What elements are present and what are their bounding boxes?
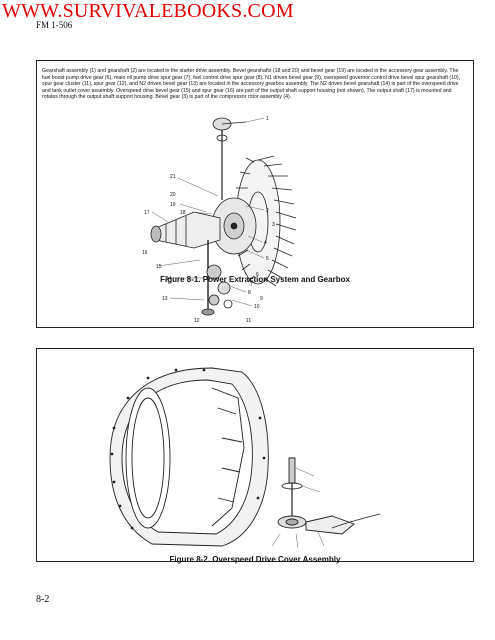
power-extraction-system-drawing: 1 2 3 4 5 6 7 8 9 10 11 12 13 14 15 16 1… xyxy=(142,116,297,324)
callout-18: 18 xyxy=(180,210,186,216)
callout-19: 19 xyxy=(170,202,176,208)
callout-2: 2 xyxy=(266,208,269,214)
overspeed-drive-shaft-drawing xyxy=(277,457,381,535)
callout-11: 11 xyxy=(246,318,251,324)
callout-8: 8 xyxy=(248,290,251,296)
callout-7: 7 xyxy=(250,282,253,288)
watermark-text: WWW.SURVIVALEBOOKS.COM xyxy=(2,0,294,22)
accessory-gear-housing-drawing xyxy=(150,211,221,249)
starter-gearshaft-drawing xyxy=(212,117,247,200)
callout-12: 12 xyxy=(194,318,200,324)
callout-21: 21 xyxy=(170,174,176,180)
callout-1: 1 xyxy=(266,116,269,122)
callout-13: 13 xyxy=(162,296,168,302)
callout-10: 10 xyxy=(254,304,260,310)
callout-15: 15 xyxy=(156,264,162,270)
callout-6: 6 xyxy=(256,272,259,278)
output-shaft-drawing xyxy=(201,240,233,316)
callout-16: 16 xyxy=(142,250,148,256)
overspeed-drive-cover-drawing xyxy=(109,367,381,549)
callout-4: 4 xyxy=(264,240,267,246)
callout-17: 17 xyxy=(144,210,150,216)
figure-8-1-intro-text: Gearshaft assembly (1) and gearshaft (2)… xyxy=(42,68,461,101)
header-code: FM 1-506 xyxy=(36,20,73,30)
callout-20: 20 xyxy=(170,192,176,198)
page-number: 8-2 xyxy=(36,594,50,605)
figure-8-2-caption: Figure 8-2. Overspeed Drive Cover Assemb… xyxy=(169,555,341,564)
callout-5: 5 xyxy=(266,256,269,262)
figure-8-1-caption: Figure 8-1. Power Extraction System and … xyxy=(160,275,350,284)
compressor-rotor-drawing xyxy=(233,155,297,287)
callout-3: 3 xyxy=(272,222,275,228)
callout-14: 14 xyxy=(166,276,172,282)
gearbox-housing-drawing xyxy=(109,367,269,547)
callout-9: 9 xyxy=(260,296,263,302)
